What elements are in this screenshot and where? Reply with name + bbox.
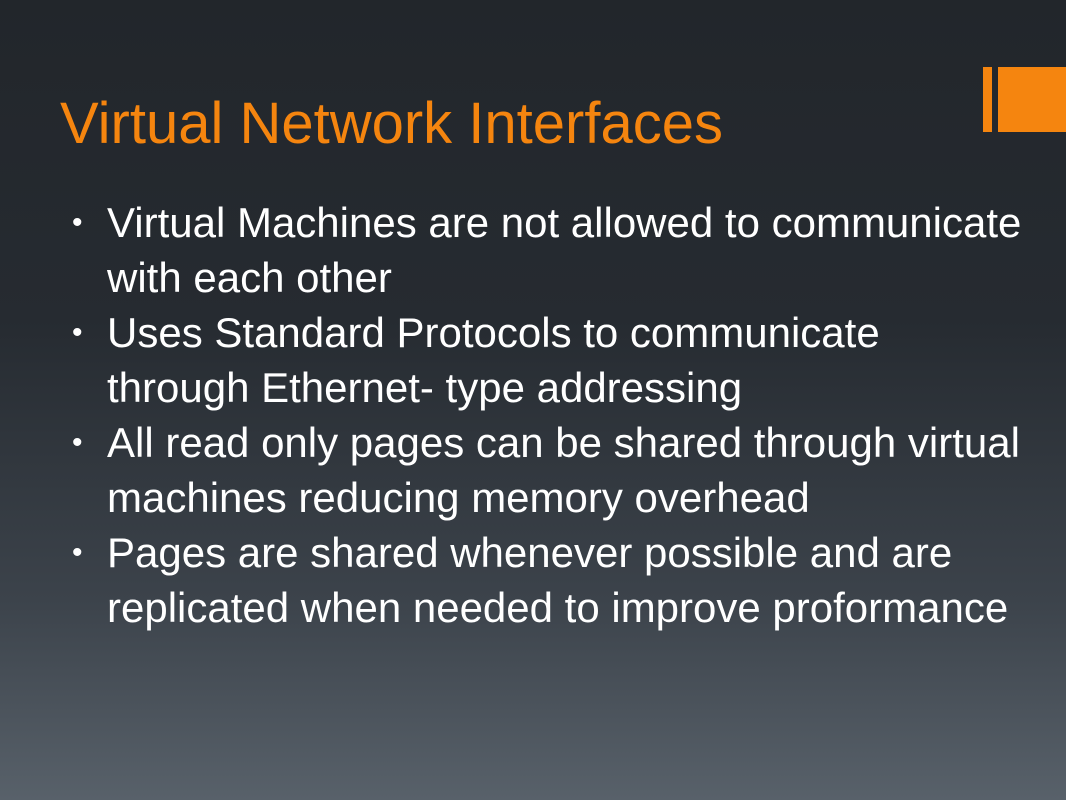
bullet-text: Pages are shared whenever possible and a… [107,529,1009,631]
bullet-dot-icon: • [72,536,83,569]
bullet-item: • All read only pages can be shared thro… [72,415,1032,525]
accent-bar-thin [983,67,992,132]
bullet-text: All read only pages can be shared throug… [107,419,1020,521]
bullet-item: • Virtual Machines are not allowed to co… [72,195,1032,305]
bullet-text: Uses Standard Protocols to communicate t… [107,309,880,411]
bullet-dot-icon: • [72,426,83,459]
bullet-item: • Pages are shared whenever possible and… [72,525,1032,635]
bullet-item: • Uses Standard Protocols to communicate… [72,305,1032,415]
bullet-dot-icon: • [72,316,83,349]
accent-bar-block [998,67,1066,132]
slide-title: Virtual Network Interfaces [60,91,723,156]
bullet-dot-icon: • [72,206,83,239]
bullet-list: • Virtual Machines are not allowed to co… [72,195,1032,635]
bullet-text: Virtual Machines are not allowed to comm… [107,199,1022,301]
